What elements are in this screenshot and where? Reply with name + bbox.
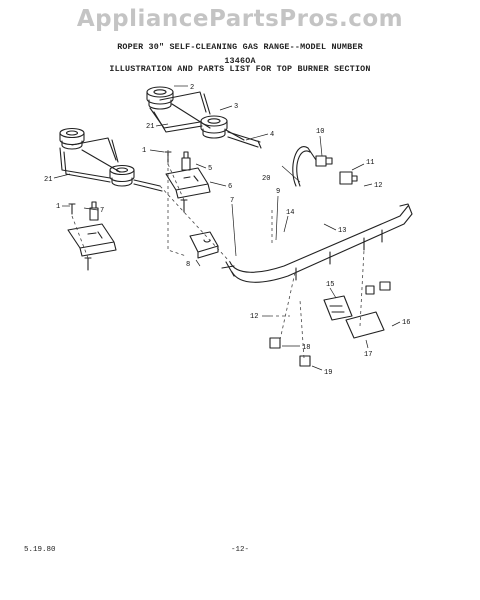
- callout-4: 4: [270, 131, 274, 139]
- callout-7-right: 7: [230, 197, 234, 205]
- part-19: [299, 355, 311, 367]
- orifice-holder-5: [181, 151, 191, 171]
- diagram-subtitle: ILLUSTRATION AND PARTS LIST FOR TOP BURN…: [109, 64, 371, 74]
- bracket-17: [345, 311, 385, 339]
- callout-2: 2: [190, 84, 194, 92]
- callout-9: 9: [276, 188, 280, 196]
- callout-1-upper: 1: [142, 147, 146, 155]
- callout-10: 10: [316, 128, 324, 136]
- burner-tube-left: [59, 137, 161, 187]
- callout-5: 5: [208, 165, 212, 173]
- manifold-fittings: [221, 229, 383, 281]
- igniter-switch-11: [339, 171, 358, 185]
- bracket-upper: [165, 167, 211, 199]
- callout-17: 17: [364, 351, 372, 359]
- callout-12-lower: 12: [250, 313, 258, 321]
- burner-rear-left-2: [59, 127, 85, 150]
- diagram-title: ROPER 30" SELF-CLEANING GAS RANGE--MODEL…: [117, 42, 363, 52]
- callout-3: 3: [234, 103, 238, 111]
- gas-line: [292, 146, 317, 187]
- watermark: AppliancePartsPros.com: [76, 6, 404, 32]
- part-18: [269, 337, 281, 349]
- callout-21-lower: 21: [44, 176, 52, 184]
- screw-1d: [84, 257, 92, 271]
- callout-20: 20: [262, 175, 270, 183]
- callout-13: 13: [338, 227, 346, 235]
- switch-block-15: [323, 295, 353, 321]
- burner-tube-upper-2: [153, 93, 211, 133]
- venturi-tube: [227, 131, 262, 149]
- screw-1c: [180, 199, 188, 213]
- callout-18: 18: [302, 344, 310, 352]
- manifold-pipe: [229, 203, 413, 283]
- bracket-lower: [67, 223, 117, 257]
- callout-6: 6: [228, 183, 232, 191]
- callout-11: 11: [366, 159, 374, 167]
- callout-15: 15: [326, 281, 334, 289]
- callout-7-left: 7: [100, 207, 104, 215]
- callout-16: 16: [402, 319, 410, 327]
- model-number: 1346OA: [224, 56, 256, 66]
- page-number: -12-: [230, 546, 249, 554]
- callout-14: 14: [286, 209, 294, 217]
- callout-labels: 2 3 4 21 1 5 6 21 1 7 7 8 9 10 11 12 13 …: [44, 84, 410, 377]
- revision-date: 5.19.80: [24, 546, 56, 554]
- screw-1b: [68, 203, 76, 215]
- callout-12-upper: 12: [374, 182, 382, 190]
- burner-rear-left: [146, 86, 174, 110]
- part-right-12: [365, 281, 391, 295]
- orifice-holder-7: [89, 201, 99, 221]
- callout-21-upper: 21: [146, 123, 154, 131]
- callout-19: 19: [324, 369, 332, 377]
- fitting-10: [315, 155, 333, 167]
- callout-8: 8: [186, 261, 190, 269]
- burner-front-right: [200, 115, 228, 139]
- burner-tube-left-2: [63, 139, 163, 192]
- callout-1-lower: 1: [56, 203, 60, 211]
